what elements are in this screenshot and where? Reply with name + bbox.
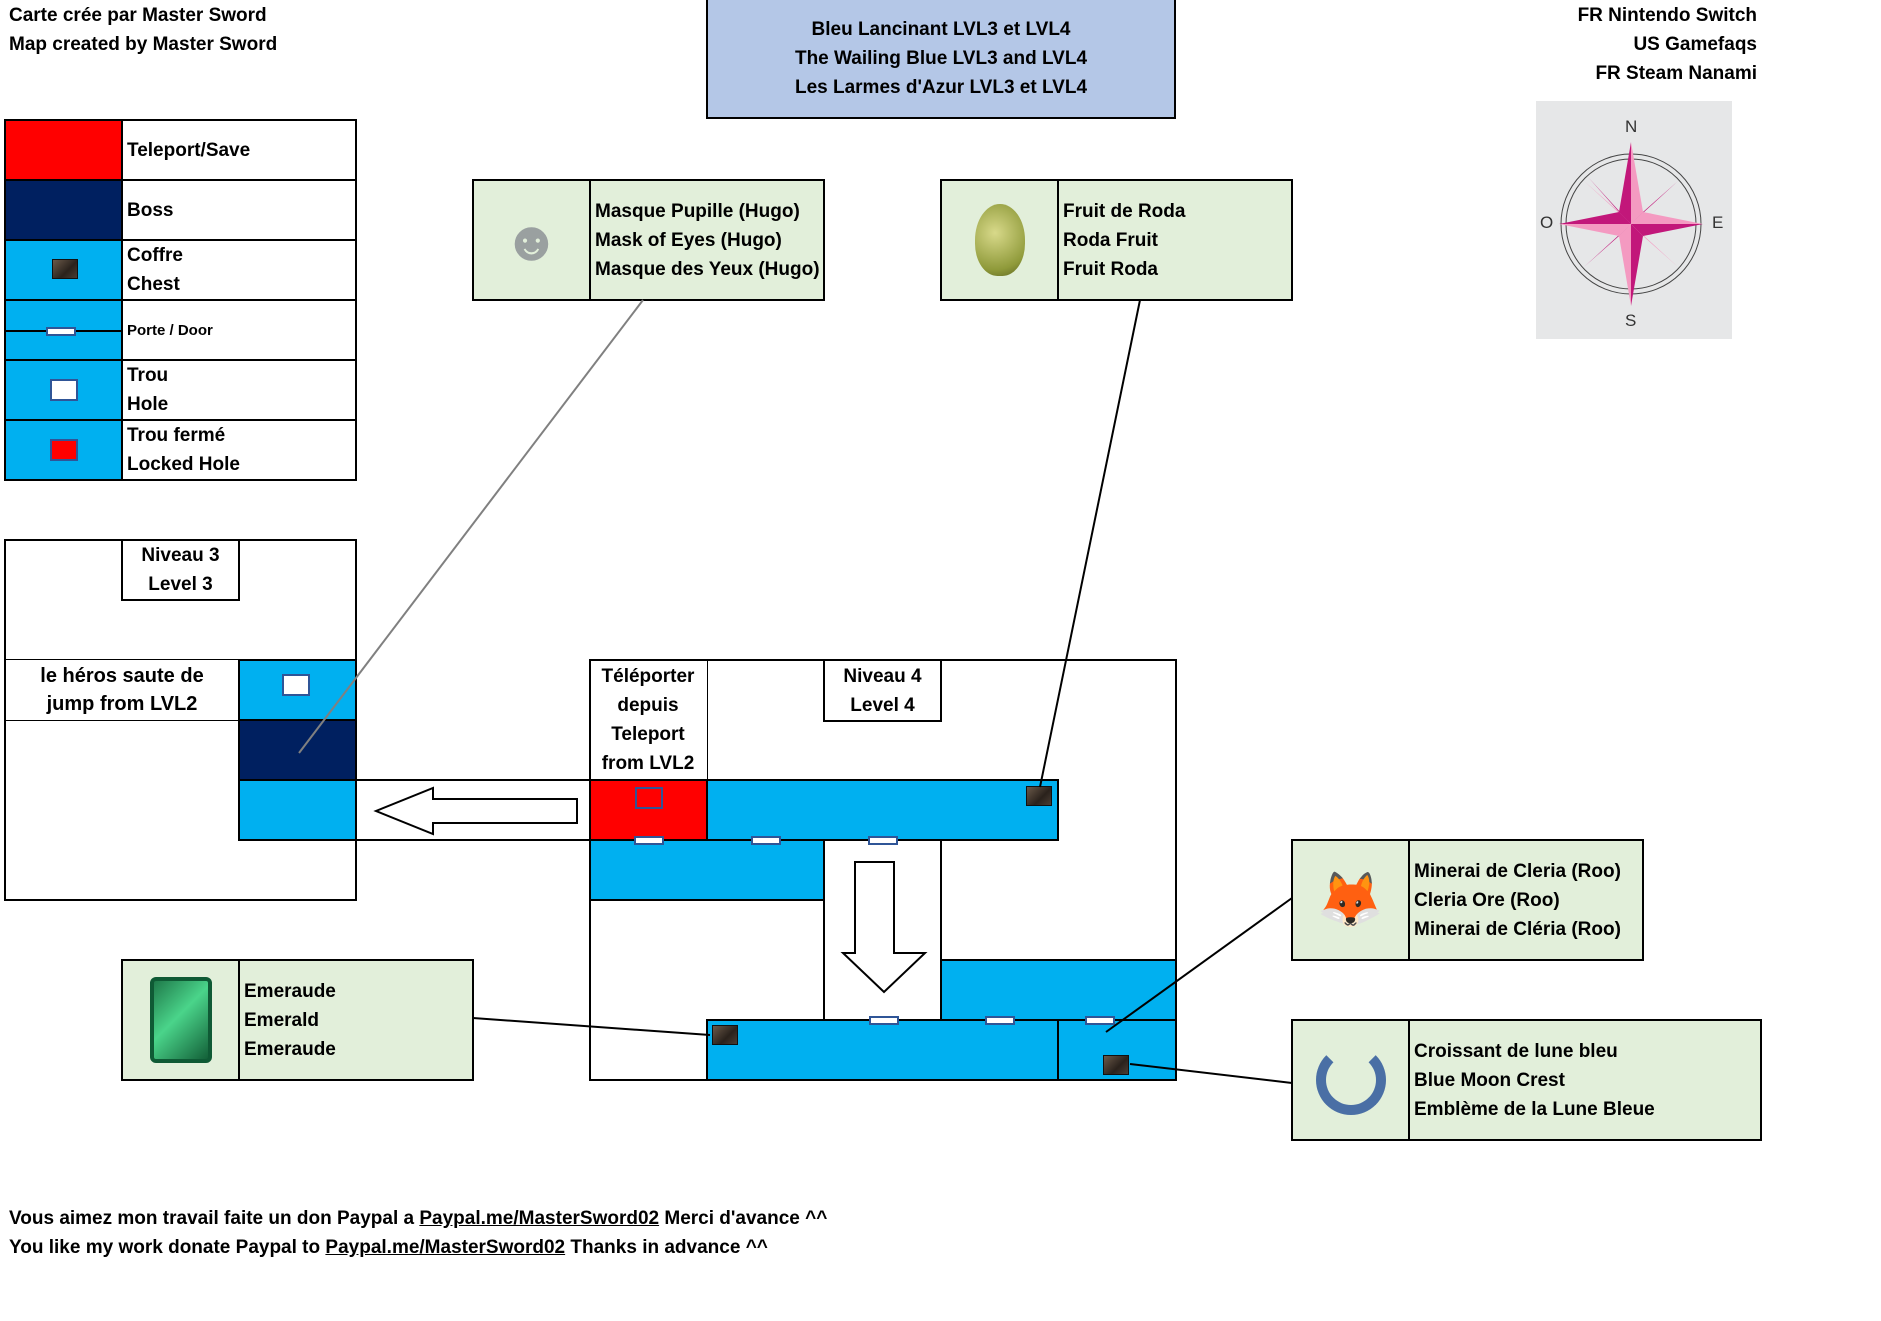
donation-en: You like my work donate Paypal to Paypal… <box>9 1237 768 1258</box>
item-emerald-text: Emeraude Emerald Emeraude <box>244 980 336 1060</box>
moon-crest-icon <box>1293 1021 1410 1139</box>
hole-icon <box>282 674 310 696</box>
source-gamefaqs: US Gamefaqs <box>1633 34 1757 55</box>
source-steam: FR Steam Nanami <box>1595 63 1757 84</box>
item-blue-moon-crest: Croissant de lune bleu Blue Moon Crest E… <box>1291 1019 1762 1141</box>
item-mask-text: Masque Pupille (Hugo) Mask of Eyes (Hugo… <box>595 200 820 280</box>
level3-room-hole <box>238 659 357 721</box>
chest-icon <box>1026 786 1052 806</box>
door-icon <box>46 327 76 336</box>
credits-fr: Carte crée par Master Sword <box>9 5 267 26</box>
chest-icon <box>712 1025 738 1045</box>
door-icon <box>1085 1016 1115 1025</box>
title-fr-steam: Les Larmes d'Azur LVL3 et LVL4 <box>794 77 1088 98</box>
item-mask: ☻ Masque Pupille (Hugo) Mask of Eyes (Hu… <box>472 179 825 301</box>
compass-icon <box>1559 142 1703 306</box>
level4-room-bottom <box>706 1019 1059 1081</box>
sources: FR Nintendo Switch US Gamefaqs FR Steam … <box>1578 1 1757 88</box>
compass-east: E <box>1712 213 1724 232</box>
title-en: The Wailing Blue LVL3 and LVL4 <box>794 48 1088 69</box>
level4-room-top <box>706 779 1059 841</box>
level4-teleport-note: Téléporter depuis Teleport from LVL2 <box>589 659 708 781</box>
roo-icon: 🦊 <box>1293 841 1410 959</box>
legend-label-door: Porte / Door <box>121 299 357 361</box>
door-icon <box>868 836 898 845</box>
legend-swatch-chest <box>4 239 123 301</box>
chest-icon <box>1103 1055 1129 1075</box>
item-fruit: Fruit de Roda Roda Fruit Fruit Roda <box>940 179 1293 301</box>
title-fr: Bleu Lancinant LVL3 et LVL4 <box>811 19 1071 40</box>
donation-footer: Vous aimez mon travail faite un don Payp… <box>9 1204 827 1262</box>
level4-corridor <box>823 839 942 1021</box>
level4-teleport-room <box>589 779 708 841</box>
compass-north: N <box>1625 117 1638 136</box>
door-icon <box>634 836 664 845</box>
locked-hole-icon <box>50 439 78 461</box>
legend-swatch-teleport <box>4 119 123 181</box>
item-emerald: Emeraude Emerald Emeraude <box>121 959 474 1081</box>
legend-swatch-boss <box>4 179 123 241</box>
map-title: Bleu Lancinant LVL3 et LVL4 The Wailing … <box>706 0 1176 119</box>
compass-west: O <box>1540 213 1554 232</box>
legend-swatch-door <box>4 299 123 361</box>
item-fruit-text: Fruit de Roda Roda Fruit Fruit Roda <box>1063 200 1186 280</box>
door-icon <box>869 1016 899 1025</box>
level3-boss-room <box>238 719 357 781</box>
paypal-link-en[interactable]: Paypal.me/MasterSword02 <box>325 1237 566 1258</box>
level3-room-bottom <box>238 779 357 841</box>
source-switch: FR Nintendo Switch <box>1577 5 1757 26</box>
level-connector <box>355 779 592 841</box>
legend-label-teleport: Teleport/Save <box>121 119 357 181</box>
level4-room-left <box>589 839 825 901</box>
credits: Carte crée par Master Sword Map created … <box>9 1 277 59</box>
emerald-icon <box>123 961 240 1079</box>
legend-swatch-locked-hole <box>4 419 123 481</box>
mask-icon: ☻ <box>474 181 591 299</box>
compass-south: S <box>1625 311 1637 330</box>
fruit-icon <box>942 181 1059 299</box>
hole-icon <box>50 379 78 401</box>
donation-fr: Vous aimez mon travail faite un don Payp… <box>9 1208 828 1229</box>
paypal-link-fr[interactable]: Paypal.me/MasterSword02 <box>419 1208 660 1229</box>
level4-room-bottom-right <box>1057 1019 1177 1081</box>
item-cleria-ore: 🦊 Minerai de Cleria (Roo) Cleria Ore (Ro… <box>1291 839 1644 961</box>
legend-swatch-hole <box>4 359 123 421</box>
level4-room-right <box>940 959 1177 1021</box>
door-icon <box>751 836 781 845</box>
credits-en: Map created by Master Sword <box>9 34 278 55</box>
item-blue-moon-crest-text: Croissant de lune bleu Blue Moon Crest E… <box>1414 1040 1655 1120</box>
locked-hole-icon <box>635 787 663 809</box>
legend-label-boss: Boss <box>121 179 357 241</box>
chest-icon <box>52 259 78 279</box>
door-icon <box>985 1016 1015 1025</box>
item-cleria-ore-text: Minerai de Cleria (Roo) Cleria Ore (Roo)… <box>1414 860 1621 940</box>
compass-rose: N S O E <box>1536 101 1732 339</box>
